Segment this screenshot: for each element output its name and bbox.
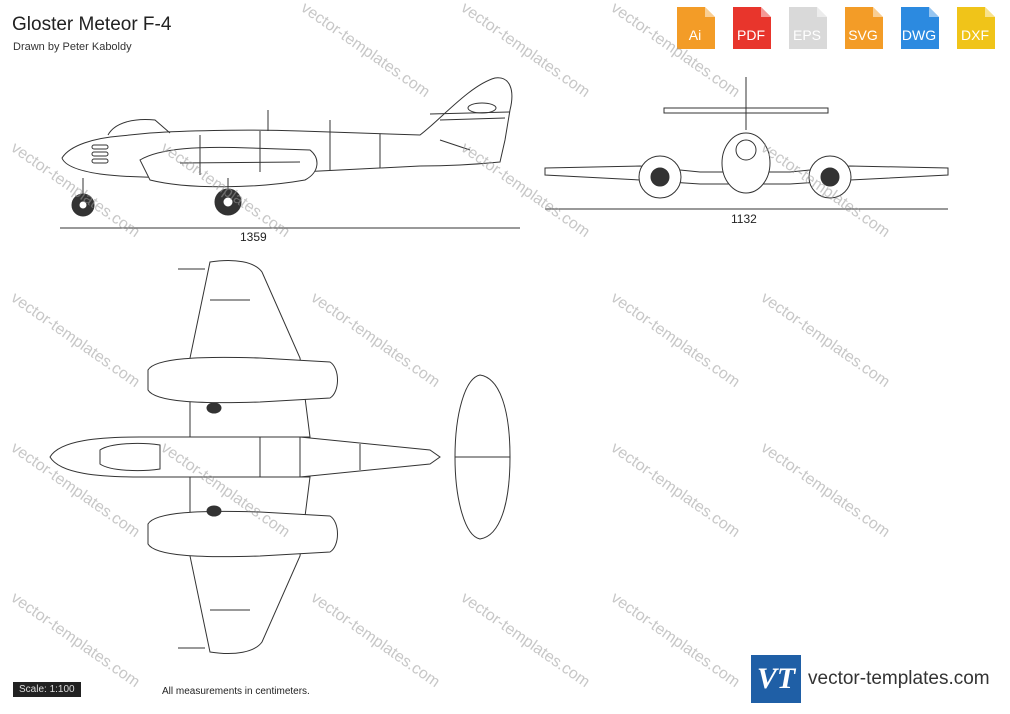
author-credit: Drawn by Peter Kaboldy	[13, 41, 132, 53]
format-label: DXF	[961, 27, 989, 43]
format-eps-button[interactable]: EPS	[783, 5, 831, 51]
file-icon	[789, 7, 827, 49]
file-icon	[957, 7, 995, 49]
format-badges: Ai PDF EPS SVG DWG DXF	[671, 5, 999, 51]
file-icon	[677, 7, 715, 49]
top-right-wing	[189, 476, 311, 655]
top-canopy	[99, 442, 161, 472]
brand-link[interactable]: VT vector-templates.com	[751, 655, 990, 703]
format-label: Ai	[688, 27, 702, 43]
page-title: Gloster Meteor F-4	[12, 14, 172, 35]
top-right-nacelle	[147, 510, 338, 558]
format-svg-button[interactable]: SVG	[839, 5, 887, 51]
top-fuselage	[49, 436, 441, 478]
top-view	[49, 259, 511, 655]
brand-name: vector-templates.com	[808, 668, 990, 689]
side-tail-stab	[429, 111, 511, 121]
file-icon	[845, 7, 883, 49]
top-panel-lines	[210, 299, 361, 611]
side-tail-roundel	[467, 102, 497, 114]
scale-badge: Scale: 1:100	[13, 682, 81, 697]
side-nacelle	[139, 146, 318, 188]
format-pdf-button[interactable]: PDF	[727, 5, 775, 51]
side-panel-lines	[199, 131, 471, 175]
file-icon	[901, 7, 939, 49]
front-view	[544, 77, 949, 210]
format-ai-button[interactable]: Ai	[671, 5, 719, 51]
front-fuselage	[721, 132, 771, 194]
side-canopy	[107, 119, 171, 136]
side-gun-ports	[91, 144, 109, 164]
format-dxf-button[interactable]: DXF	[951, 5, 999, 51]
side-length-dimension: 1359	[240, 230, 267, 244]
file-icon	[733, 7, 771, 49]
format-dwg-button[interactable]: DWG	[895, 5, 943, 51]
top-left-nacelle	[147, 356, 338, 404]
front-span-dimension: 1132	[731, 212, 757, 226]
brand-logo: VT	[751, 655, 801, 703]
format-label: EPS	[792, 27, 821, 43]
measurement-note: All measurements in centimeters.	[162, 686, 310, 697]
format-label: DWG	[901, 27, 937, 43]
format-label: PDF	[737, 27, 765, 43]
format-label: SVG	[848, 27, 878, 43]
side-view	[60, 77, 520, 229]
